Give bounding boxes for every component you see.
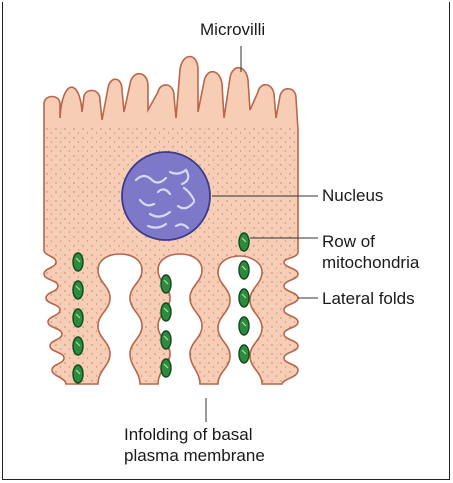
nucleus-label: Nucleus	[322, 186, 383, 206]
microvilli-label: Microvilli	[200, 20, 265, 40]
mitochondria-row-middle	[161, 275, 171, 377]
nucleus	[122, 152, 210, 240]
infolding-label-line1: Infolding of basal	[124, 425, 253, 445]
lateral-folds-label: Lateral folds	[322, 289, 415, 309]
infolding-label-line2: plasma membrane	[124, 446, 265, 466]
mitochondria-label-line2: mitochondria	[322, 253, 419, 273]
mitochondria-label-line1: Row of	[322, 232, 375, 252]
